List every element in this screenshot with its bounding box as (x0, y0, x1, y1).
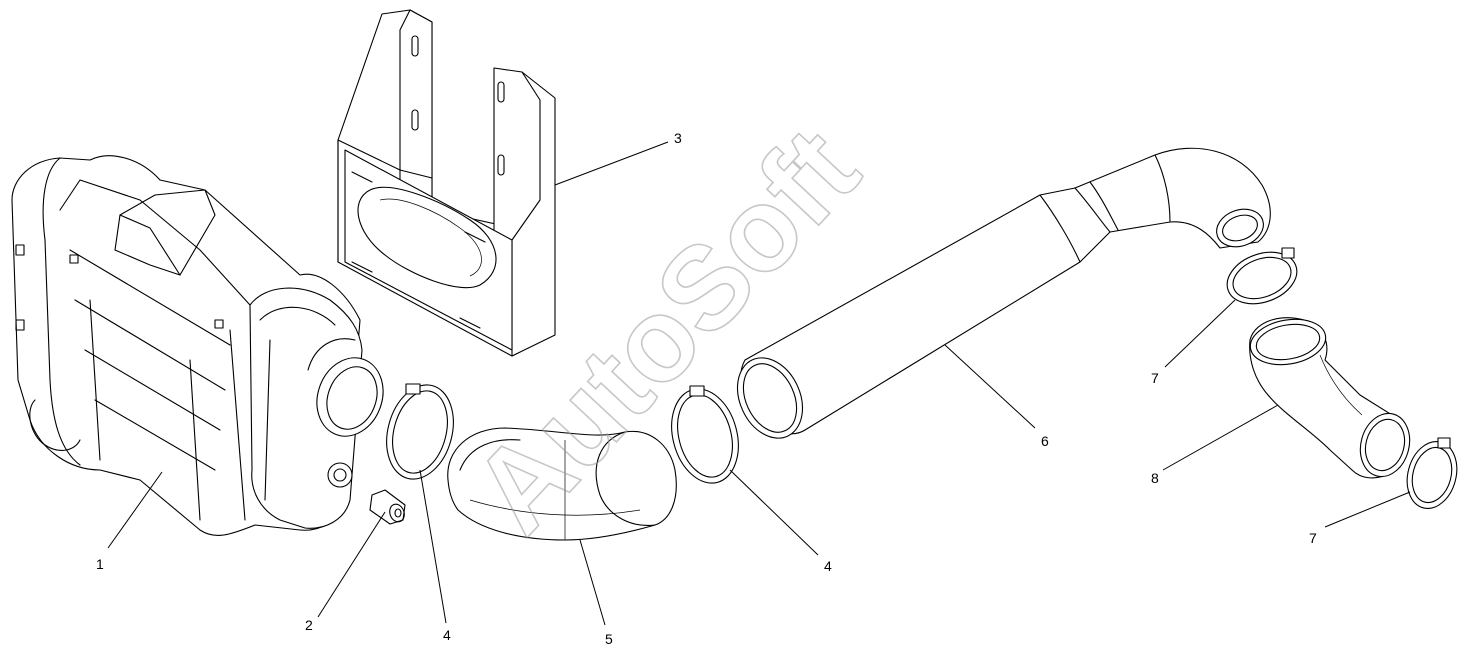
callout-4a: 4 (443, 627, 451, 643)
hose-clamp-upper (1226, 247, 1298, 305)
callout-5: 5 (605, 631, 613, 647)
callout-2: 2 (305, 617, 313, 633)
hose-clamp-right (671, 385, 739, 484)
drain-valve (369, 489, 406, 525)
callout-1: 1 (96, 556, 104, 572)
hose-clamp-lower (1406, 437, 1458, 509)
callout-6: 6 (1041, 433, 1049, 449)
air-filter-housing (11, 155, 384, 536)
mounting-bracket (337, 9, 556, 357)
intake-pipe (736, 147, 1271, 439)
callout-labels: 1 2 3 4 4 5 6 7 7 8 (96, 130, 1317, 647)
callout-3: 3 (674, 130, 682, 146)
leader-lines (107, 141, 1411, 626)
callout-4b: 4 (824, 558, 832, 574)
elbow-hose-lower (1249, 317, 1411, 479)
callout-7b: 7 (1309, 530, 1317, 546)
elbow-hose (447, 427, 677, 541)
callout-7a: 7 (1151, 370, 1159, 386)
hose-clamp-left (386, 383, 454, 480)
callout-8: 8 (1151, 470, 1159, 486)
